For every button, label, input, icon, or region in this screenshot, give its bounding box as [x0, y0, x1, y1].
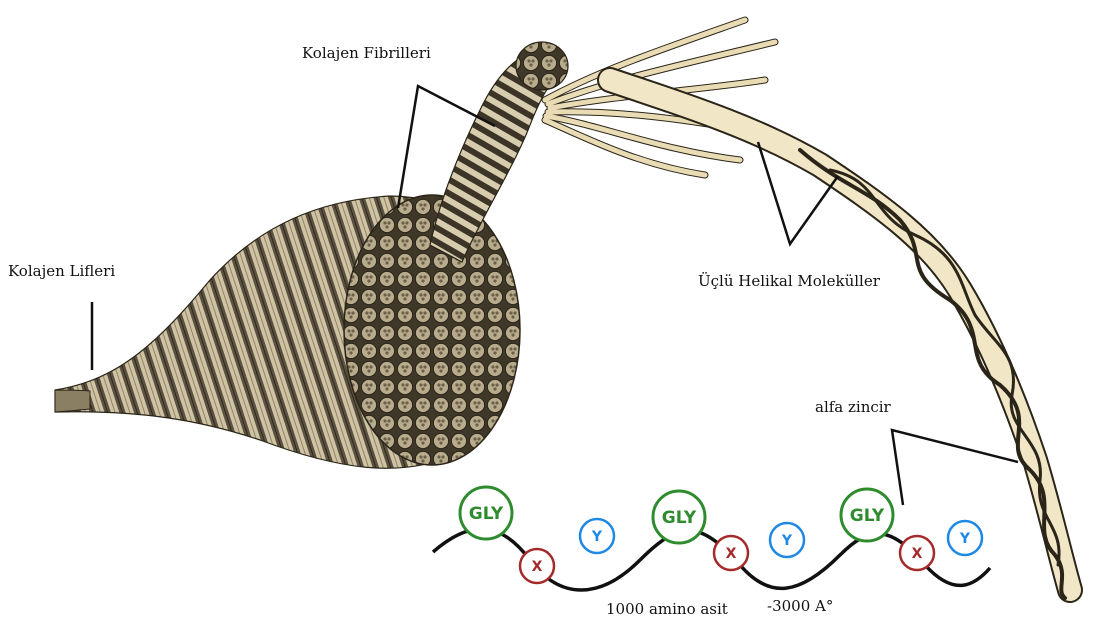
residue-label: X: [912, 546, 923, 562]
residue-label: X: [532, 559, 543, 575]
residue-label: GLY: [662, 508, 697, 528]
residue-y-6: Y: [770, 523, 804, 557]
residue-label: GLY: [469, 504, 504, 524]
alpha-chain-label: alfa zincir: [815, 398, 891, 416]
fibrils-label: Kolajen Fibrilleri: [302, 44, 431, 62]
residue-label: Y: [591, 529, 603, 545]
amino-count-label: 1000 amino asit: [606, 600, 728, 618]
residue-label: Y: [781, 533, 793, 549]
length-label: -3000 A°: [767, 597, 833, 615]
residue-y-9: Y: [948, 521, 982, 555]
residue-x-8: X: [900, 536, 934, 570]
residue-x-2: X: [520, 549, 554, 583]
triple-helix-label: Üçlü Helikal Moleküller: [698, 272, 880, 290]
fiber-tail: [55, 390, 90, 412]
residue-y-3: Y: [580, 519, 614, 553]
alpha-chain-leader: [892, 430, 1018, 505]
residue-gly-1: GLY: [460, 487, 512, 539]
residue-label: Y: [959, 531, 971, 547]
residue-label: X: [726, 546, 737, 562]
residue-x-5: X: [714, 536, 748, 570]
fibril-cross-section: [516, 42, 568, 90]
fibers-label: Kolajen Lifleri: [8, 262, 115, 280]
residue-label: GLY: [850, 506, 885, 526]
residue-gly-4: GLY: [653, 491, 705, 543]
residue-gly-7: GLY: [841, 489, 893, 541]
